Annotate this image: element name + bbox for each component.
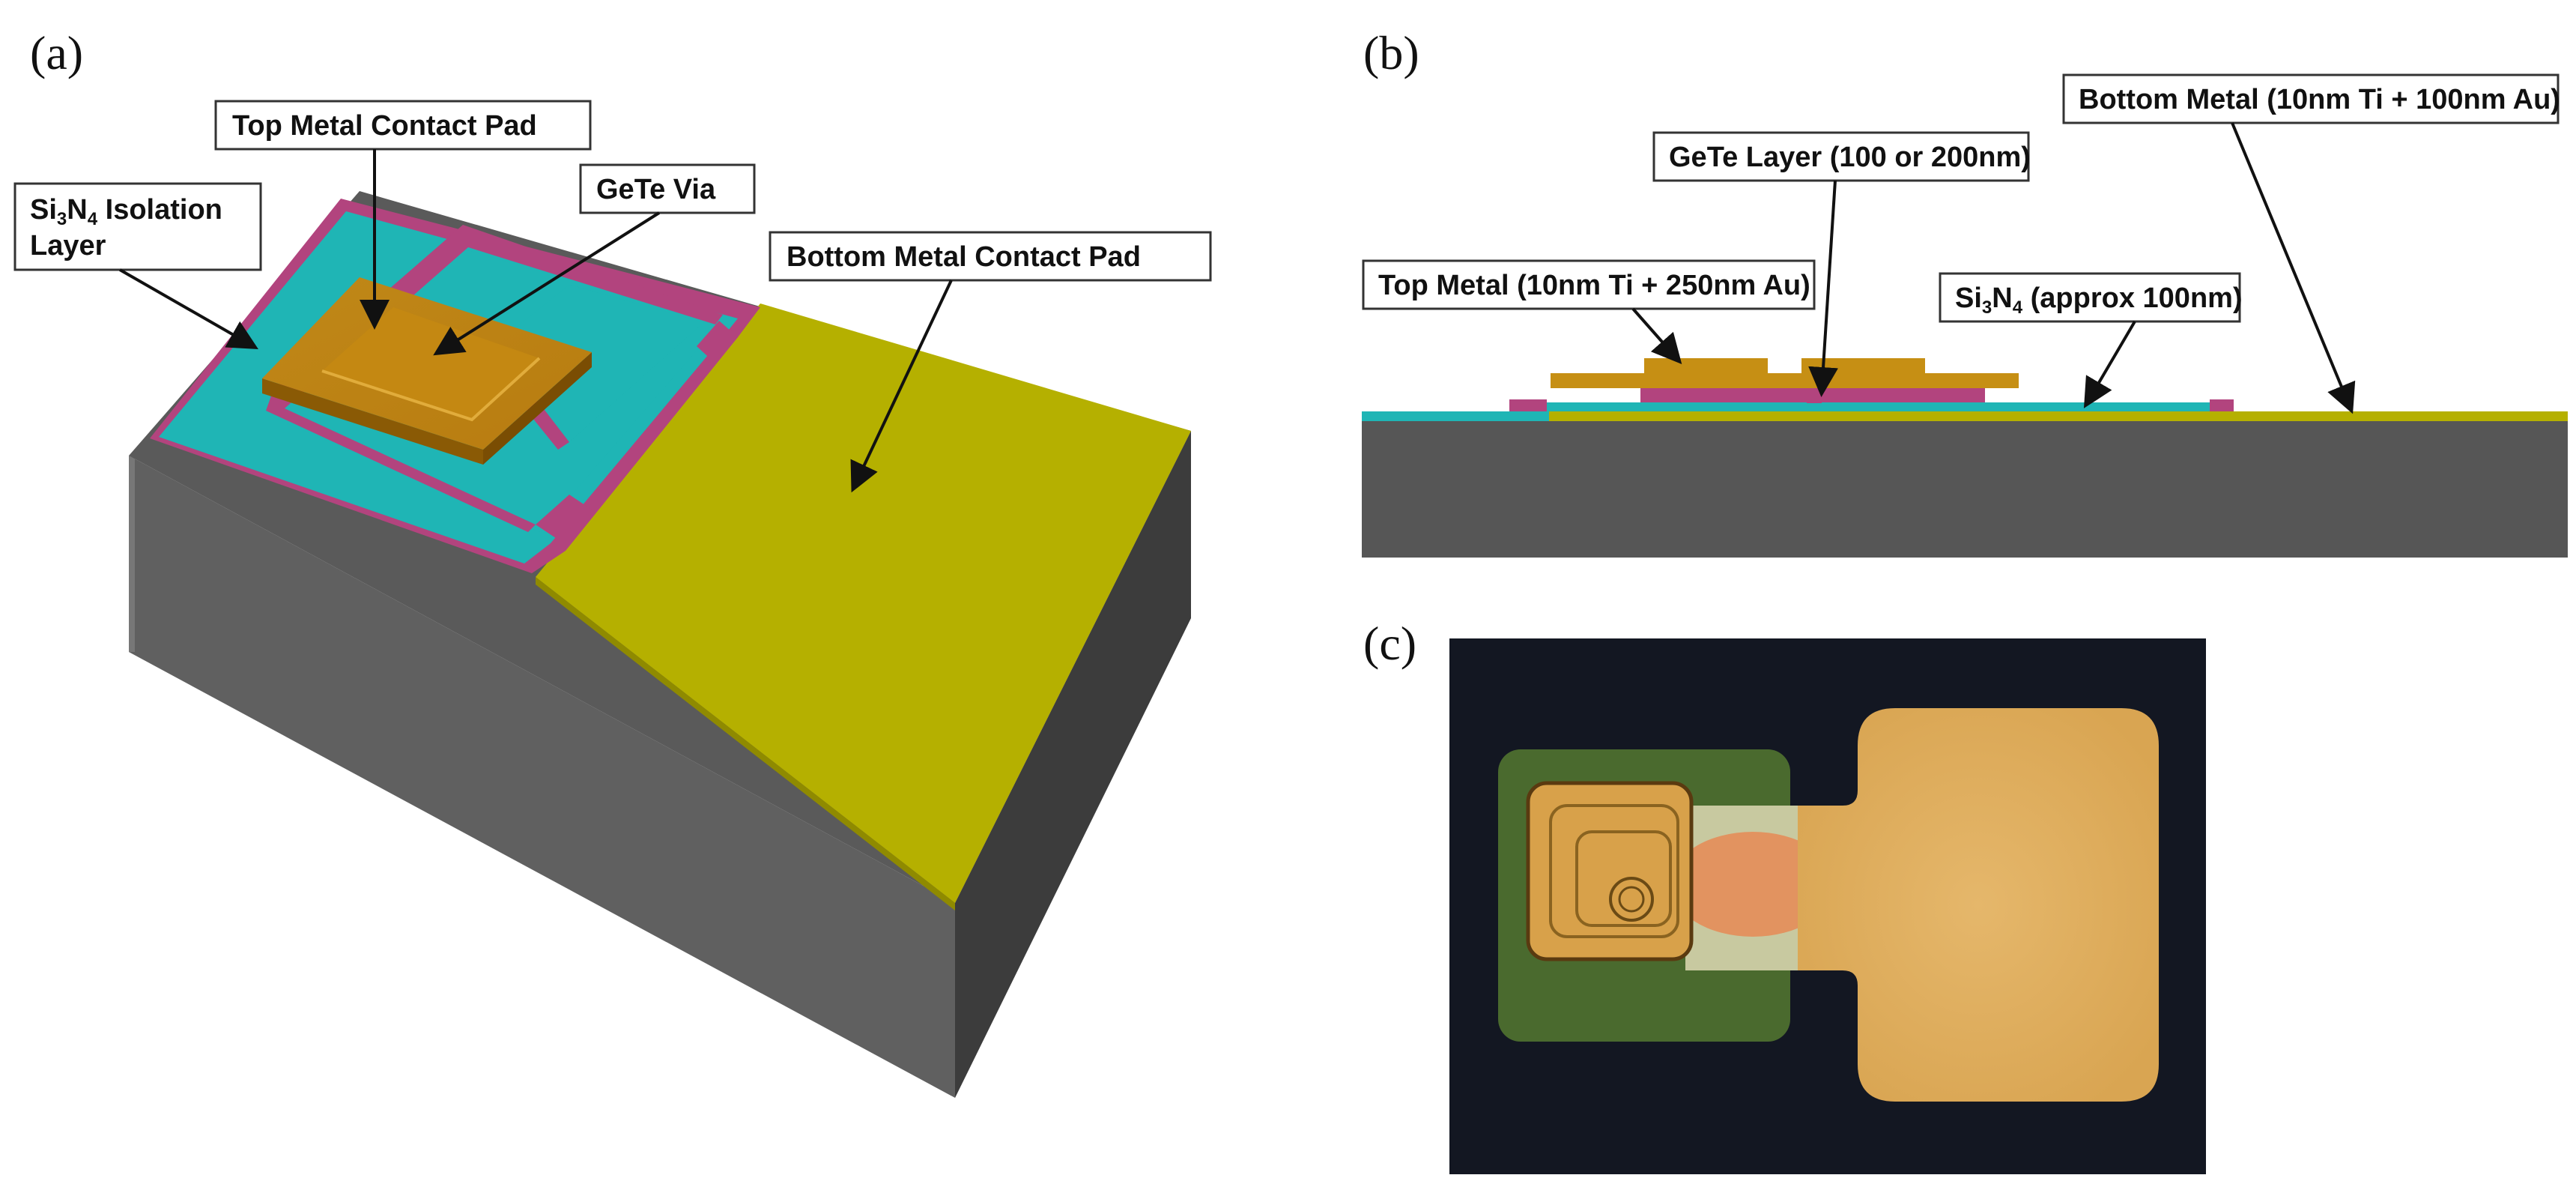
connection-strip (536, 495, 592, 540)
micrograph-gete-via (1609, 877, 1654, 922)
right-gete-bracket (697, 321, 738, 363)
cross-section-bottom-metal (1543, 411, 2568, 421)
svg-text:Si3N4 Isolation: Si3N4 Isolation (30, 194, 222, 229)
svg-text:Bottom Metal (10nm Ti + 100nm: Bottom Metal (10nm Ti + 100nm Au) (2079, 84, 2560, 115)
top-metal-pad-side2 (483, 352, 592, 465)
cross-section-top-metal-left (1644, 358, 1768, 375)
cross-section-top-metal-base (1551, 373, 2019, 388)
panel-c-letter: (c) (1363, 617, 1416, 670)
callout-bottom-metal-pad: Bottom Metal Contact Pad (769, 231, 1212, 493)
substrate-front-face (129, 456, 955, 1098)
micrograph-top-metal-inner (1549, 804, 1679, 938)
svg-text:Layer: Layer (30, 230, 106, 262)
callout-gete-via: GeTe Via (433, 163, 756, 356)
panel-a: (a) Top Metal Contact Pad (13, 26, 1212, 1098)
bottom-metal-lip (536, 577, 955, 910)
micrograph-top-metal-pad (1526, 781, 1694, 961)
cross-section-gete-via (1807, 388, 1822, 403)
panel-a-letter: (a) (30, 26, 83, 79)
callout-top-metal-pad: Top Metal Contact Pad (214, 100, 592, 330)
svg-text:GeTe Via: GeTe Via (596, 174, 716, 205)
svg-text:Si3N4 (approx 100nm): Si3N4 (approx 100nm) (1955, 283, 2243, 318)
svg-text:GeTe Layer (100 or 200nm): GeTe Layer (100 or 200nm) (1669, 142, 2031, 173)
cross-section-substrate (1362, 421, 2568, 558)
callout-si3n4: Si3N4 (approx 100nm) (1939, 272, 2243, 408)
cross-section-si3n4-left (1362, 411, 1549, 421)
top-metal-pad-side (262, 378, 483, 465)
micrograph-top-metal-step (1575, 830, 1672, 927)
top-metal-step-edge (321, 357, 541, 422)
micrograph-orange-region (1670, 832, 1835, 937)
micrograph-bottom-metal-pad (1798, 708, 2159, 1102)
bottom-metal-contact-pad (536, 303, 1191, 903)
callout-top-metal: Top Metal (10nm Ti + 250nm Au) (1362, 259, 1816, 364)
cross-section-si3n4-main (1543, 402, 2210, 411)
cross-section-gete-right (2210, 399, 2234, 411)
callout-gete-layer: GeTe Layer (100 or 200nm) (1652, 131, 2031, 397)
callout-si3n4-isolation: Si3N4 Isolation Layer (13, 182, 262, 349)
svg-text:Top Metal Contact Pad: Top Metal Contact Pad (232, 110, 537, 142)
micrograph-gete-via-inner (1618, 886, 1645, 913)
callout-bottom-metal: Bottom Metal (10nm Ti + 100nm Au) (2062, 73, 2560, 414)
svg-text:Top Metal (10nm Ti + 250nm Au): Top Metal (10nm Ti + 250nm Au) (1378, 270, 1810, 301)
substrate-left-edge (129, 456, 135, 652)
panel-c: (c) (1363, 617, 2206, 1174)
cross-section-gete-left (1509, 399, 1547, 411)
substrate-right-face (955, 431, 1191, 1098)
svg-text:Bottom Metal Contact Pad: Bottom Metal Contact Pad (787, 241, 1141, 273)
cross-section-top-metal-right (1801, 358, 1925, 375)
panel-b-letter: (b) (1363, 26, 1419, 79)
top-metal-step (322, 307, 539, 420)
panel-b: (b) GeTe Layer (100 or 200nm) Bottom Met… (1362, 26, 2568, 558)
